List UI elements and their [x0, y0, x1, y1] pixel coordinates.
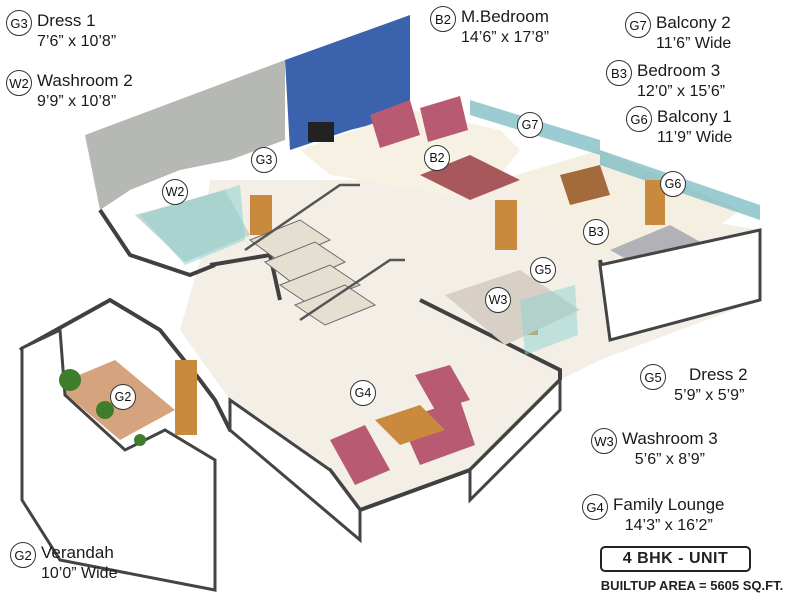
legend-dims: 11’6” Wide	[656, 35, 732, 52]
legend-badge: W3	[591, 428, 617, 454]
legend-dims: 9’9” x 10’8”	[37, 93, 117, 110]
verandah-outer-wall	[20, 327, 217, 592]
legend-name: Balcony 2	[656, 13, 731, 32]
legend-dims: 10’0” Wide	[41, 565, 118, 582]
marker-g4: G4	[350, 380, 376, 406]
door	[495, 200, 517, 250]
washroom-2-glass	[140, 185, 245, 265]
marker-g5: G5	[530, 257, 556, 283]
legend-dims: 5’9” x 5’9”	[674, 387, 745, 404]
living-right-wall	[468, 376, 562, 504]
sofa	[330, 425, 390, 485]
bedroom-sofa	[370, 100, 420, 148]
legend-name: Dress 2	[689, 365, 748, 384]
plant	[96, 401, 114, 419]
marker-w3: W3	[485, 287, 511, 313]
legend-dims: 7’6” x 10’8”	[37, 33, 117, 50]
legend-dims: 14’6” x 17’8”	[461, 29, 550, 46]
builtup-area: BUILTUP AREA = 5605 SQ.FT.	[600, 578, 784, 593]
washroom-3-glass	[520, 285, 578, 355]
legend-badge: G2	[10, 542, 36, 568]
legend-washroom-2: W2 Washroom 2 9’9” x 10’8”	[6, 70, 133, 112]
living-front-wall	[228, 397, 362, 544]
marker-w2: W2	[162, 179, 188, 205]
legend-name: Verandah	[41, 543, 114, 562]
legend-family-lounge: G4 Family Lounge 14’3” x 16’2”	[582, 494, 725, 536]
legend-badge: G4	[582, 494, 608, 520]
door	[250, 195, 272, 235]
legend-washroom-3: W3 Washroom 3 5’6” x 8’9”	[591, 428, 718, 470]
legend-name: Family Lounge	[613, 495, 725, 514]
marker-g2: G2	[110, 384, 136, 410]
legend-dims: 5’6” x 8’9”	[634, 451, 705, 468]
marker-g7: G7	[517, 112, 543, 138]
legend-m-bedroom: B2 M.Bedroom 14’6” x 17’8”	[430, 6, 549, 48]
bedroom-3-desk	[560, 165, 610, 205]
legend-verandah: G2 Verandah 10’0” Wide	[10, 542, 117, 584]
legend-name: Dress 1	[37, 11, 96, 30]
marker-g3: G3	[251, 147, 277, 173]
coffee-table	[375, 405, 445, 445]
legend-badge: G7	[625, 12, 651, 38]
legend-badge: G6	[626, 106, 652, 132]
legend-badge: G5	[640, 364, 666, 390]
legend-badge: B3	[606, 60, 632, 86]
bedroom-3-wall	[598, 228, 762, 342]
door	[175, 360, 197, 435]
legend-name: Washroom 2	[37, 71, 133, 90]
marker-g6: G6	[660, 171, 686, 197]
marker-b3: B3	[583, 219, 609, 245]
legend-dims: 11’9” Wide	[657, 129, 733, 146]
legend-bedroom-3: B3 Bedroom 3 12’0” x 15’6”	[606, 60, 725, 102]
washroom-2-tile-wall	[85, 60, 285, 210]
staircase	[248, 219, 377, 326]
legend-dress-1: G3 Dress 1 7’6” x 10’8”	[6, 10, 116, 52]
legend-balcony-2: G7 Balcony 2 11’6” Wide	[625, 12, 731, 54]
legend-badge: B2	[430, 6, 456, 32]
plant	[59, 369, 81, 391]
unit-type-label: 4 BHK - UNIT	[600, 546, 751, 572]
legend-dims: 12’0” x 15’6”	[637, 83, 726, 100]
legend-name: Balcony 1	[657, 107, 732, 126]
legend-name: M.Bedroom	[461, 7, 549, 26]
legend-balcony-1: G6 Balcony 1 11’9” Wide	[626, 106, 732, 148]
legend-dims: 14’3” x 16’2”	[624, 517, 713, 534]
bedroom-sofa	[420, 96, 468, 142]
door	[645, 180, 665, 225]
washroom-3-floor	[445, 270, 580, 345]
marker-b2: B2	[424, 145, 450, 171]
legend-name: Washroom 3	[622, 429, 718, 448]
armchair	[415, 365, 470, 410]
tv	[308, 122, 334, 142]
plant	[134, 434, 146, 446]
legend-name: Bedroom 3	[637, 61, 721, 80]
legend-badge: G3	[6, 10, 32, 36]
legend-badge: W2	[6, 70, 32, 96]
legend-dress-2: G5 Dress 2 5’9” x 5’9”	[640, 364, 748, 406]
